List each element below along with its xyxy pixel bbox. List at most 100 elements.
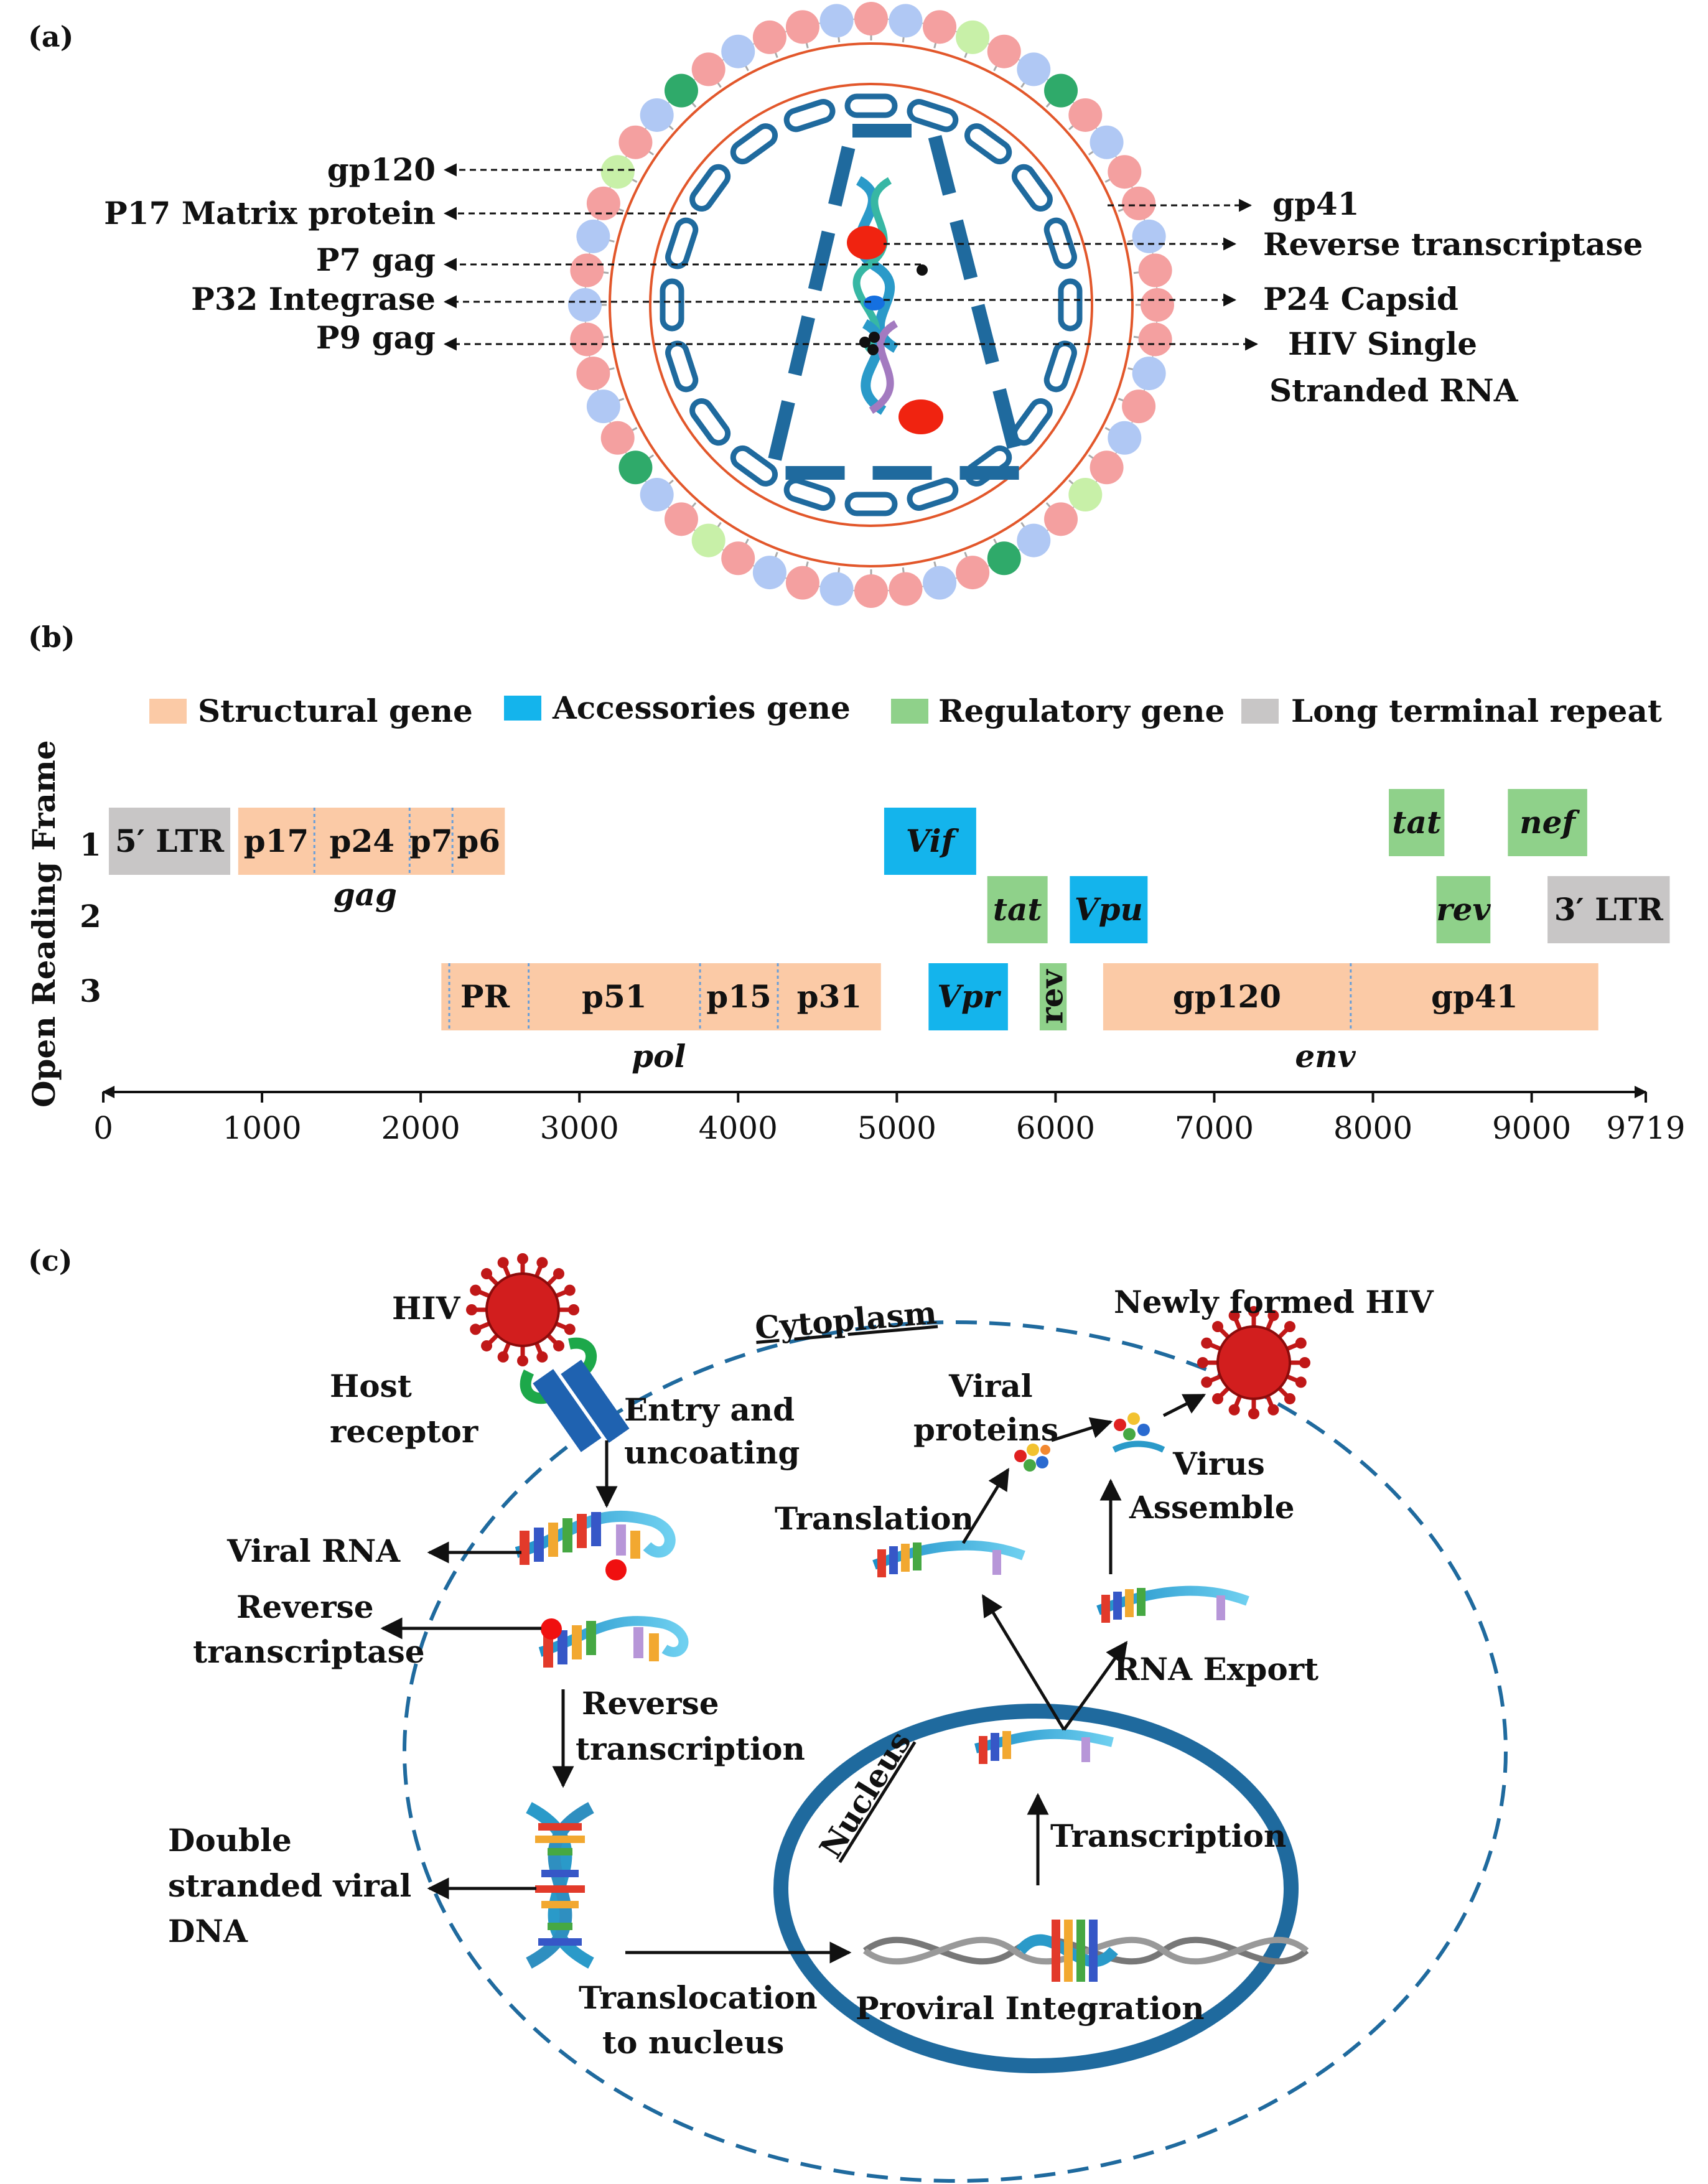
gene-label-4: p6: [457, 823, 500, 859]
lipid-head: [785, 566, 819, 600]
lipid-head: [1044, 502, 1078, 536]
lipid-head: [889, 4, 923, 38]
hiv-particle-icon: [466, 1253, 579, 1366]
frame-label-3: 3: [80, 973, 101, 1009]
viral-proteins-label-2: proteins: [913, 1411, 1058, 1448]
gene-box-18: [1103, 963, 1351, 1030]
capsid-segment: [844, 492, 898, 516]
reverse-transcriptase-complex-icon: [538, 1616, 689, 1668]
gene-box-17: [1039, 963, 1067, 1030]
reverse-transcriptase-icon: [898, 399, 943, 434]
capsid-segment: [844, 93, 898, 118]
gene-box-2: [314, 808, 410, 875]
capsid-segment: [660, 278, 684, 332]
gene-box-1: [238, 808, 315, 875]
capsid-segment: [730, 123, 778, 165]
gene-label-19: gp41: [1431, 978, 1518, 1015]
matrix-layer: [649, 83, 1093, 527]
lipid-head: [586, 390, 620, 424]
gene-label-7: nef: [1519, 804, 1580, 841]
gene-box-12: [441, 963, 529, 1030]
label-reverse-transcriptase: Reverse transcriptase: [1263, 226, 1643, 263]
lipid-head: [854, 2, 888, 35]
capsid-segment: [689, 398, 731, 446]
capsid-segment: [907, 99, 959, 133]
translation-arrow: [961, 1468, 1010, 1544]
gene-box-9: [1070, 876, 1148, 943]
lipid-head: [1090, 125, 1124, 159]
lipid-head: [1068, 478, 1103, 512]
frame-label-1: 1: [80, 826, 101, 863]
capsid-segment: [1011, 164, 1053, 212]
lipid-head: [1132, 219, 1166, 253]
lipid-head: [956, 20, 990, 54]
host-receptor-label-2: receptor: [330, 1413, 478, 1450]
capsid-segment: [730, 445, 778, 487]
host-receptor-icon: [520, 1337, 630, 1452]
axis-tick-label: 1000: [222, 1110, 301, 1146]
nucleus-membrane: [773, 1704, 1299, 2073]
lipid-bilayer: [568, 2, 1174, 608]
gene-label-18: gp120: [1173, 978, 1281, 1015]
lipid-head: [576, 219, 610, 253]
panel-b-label: (b): [28, 620, 75, 654]
dsdna-label-1: Double: [168, 1822, 292, 1859]
cell: [403, 1320, 1508, 2183]
gene-box-19: [1350, 963, 1598, 1030]
lipid-head: [752, 20, 786, 54]
panel-a-label: (a): [28, 20, 73, 54]
capsid-core: [763, 124, 1030, 480]
rt-label-2: transcriptase: [193, 1633, 425, 1670]
capsid-segment: [783, 99, 836, 133]
legend-accessory: Accessories gene: [552, 689, 851, 726]
gene-label-8: tat: [993, 891, 1042, 928]
export-arrow-right: [1062, 1641, 1128, 1731]
viral-rna-icon: [515, 1510, 676, 1580]
lipid-head: [691, 52, 726, 86]
reverse-transcriptase-icon: [847, 226, 887, 259]
legend-swatch-accessory: [504, 696, 541, 721]
label-p9: P9 gag: [316, 319, 436, 356]
gene-label-16: Vpr: [937, 978, 1002, 1015]
lipid-head: [987, 541, 1021, 576]
group-label-gag: gag: [334, 876, 397, 913]
capsid-segment: [907, 477, 959, 511]
lipid-head: [618, 450, 653, 485]
lipid-head: [956, 556, 990, 590]
gene-label-3: p7: [409, 823, 453, 859]
panel-c-label: (c): [28, 1244, 73, 1277]
reverse-transcription-label-1: Reverse: [582, 1685, 719, 1722]
label-p17: P17 Matrix protein: [104, 195, 436, 231]
left-callouts: gp120 P17 Matrix protein P7 gag P32 Inte…: [104, 151, 921, 356]
lipid-head: [721, 541, 755, 576]
lipid-head: [570, 322, 604, 357]
export-arrow-left: [981, 1594, 1066, 1731]
gene-label-17: rev: [1034, 968, 1070, 1024]
rna-strand-icon: [852, 176, 899, 353]
legend-regulatory: Regulatory gene: [938, 693, 1225, 729]
exported-rna-icon: [1096, 1585, 1249, 1623]
gene-label-15: p31: [797, 978, 862, 1015]
viral-rna-label: Viral RNA: [226, 1533, 401, 1569]
gene-box-13: [528, 963, 701, 1030]
gene-box-11: [1547, 876, 1670, 943]
label-hiv-rna-line1: HIV Single: [1288, 325, 1477, 362]
axis-tick-label: 7000: [1175, 1110, 1254, 1146]
gene-box-8: [987, 876, 1048, 943]
dsdna-label-2: stranded viral: [168, 1867, 411, 1904]
legend-swatch-structural: [149, 699, 187, 724]
release-arrow: [1162, 1393, 1206, 1417]
label-hiv-rna-line2: Stranded RNA: [1269, 372, 1519, 409]
lipid-head: [576, 357, 610, 391]
rt-label-1: Reverse: [236, 1589, 374, 1625]
gene-box-16: [928, 963, 1008, 1030]
axis-tick-label: 8000: [1333, 1110, 1412, 1146]
lipid-head: [1138, 253, 1172, 287]
hiv-label: HIV: [392, 1290, 461, 1327]
gene-label-1: p17: [244, 823, 309, 859]
gene-label-5: Vif: [906, 823, 959, 859]
gene-label-0: 5′ LTR: [115, 823, 225, 859]
lipid-head: [785, 10, 819, 44]
axis-tick-label: 6000: [1016, 1110, 1095, 1146]
lipid-head: [819, 572, 854, 606]
